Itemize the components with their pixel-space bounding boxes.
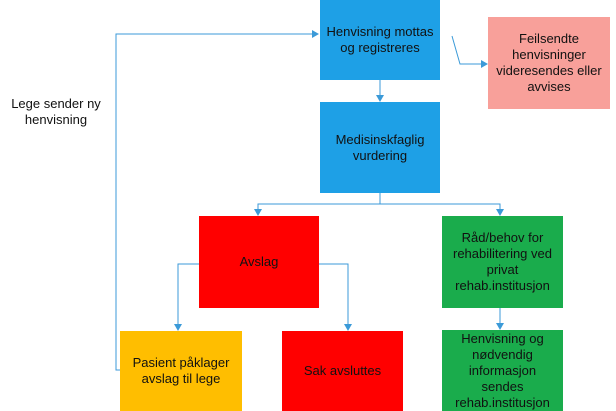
- node-received-text: Henvisning mottas og registreres: [326, 24, 434, 55]
- node-referral-sent: Henvisning og nødvendig informasjon send…: [442, 330, 563, 411]
- node-misdirected: Feilsendte henvisninger videresendes ell…: [488, 17, 610, 109]
- arrow-assessment-to-rejection: [254, 193, 381, 216]
- node-referral-sent-text: Henvisning og nødvendig informasjon send…: [455, 330, 550, 410]
- arrow-received-to-misdirected: [451, 35, 488, 68]
- node-rejection-text: Avslag: [239, 254, 279, 269]
- edge-label-new-referral-text: Lege sender ny henvisning: [11, 96, 101, 127]
- arrow-assessment-to-need: [380, 203, 504, 216]
- arrow-new-referral-loop: [115, 30, 319, 371]
- node-received: Henvisning mottas og registreres: [320, 0, 440, 80]
- node-misdirected-text: Feilsendte henvisninger videresendes ell…: [496, 31, 602, 94]
- node-assessment: Medisinskfaglig vurdering: [320, 102, 440, 193]
- node-rejection: Avslag: [199, 216, 319, 308]
- node-complaint-text: Pasient påklager avslag til lege: [132, 355, 230, 386]
- node-closed-text: Sak avsluttes: [303, 363, 382, 378]
- node-assessment-text: Medisinskfaglig vurdering: [335, 131, 425, 163]
- edge-label-new-referral: Lege sender ny henvisning: [6, 96, 106, 128]
- node-need: Råd/behov for rehabilitering ved privat …: [442, 216, 563, 308]
- node-complaint: Pasient påklager avslag til lege: [120, 331, 242, 411]
- node-need-text: Råd/behov for rehabilitering ved privat …: [452, 230, 552, 293]
- node-closed: Sak avsluttes: [282, 331, 403, 411]
